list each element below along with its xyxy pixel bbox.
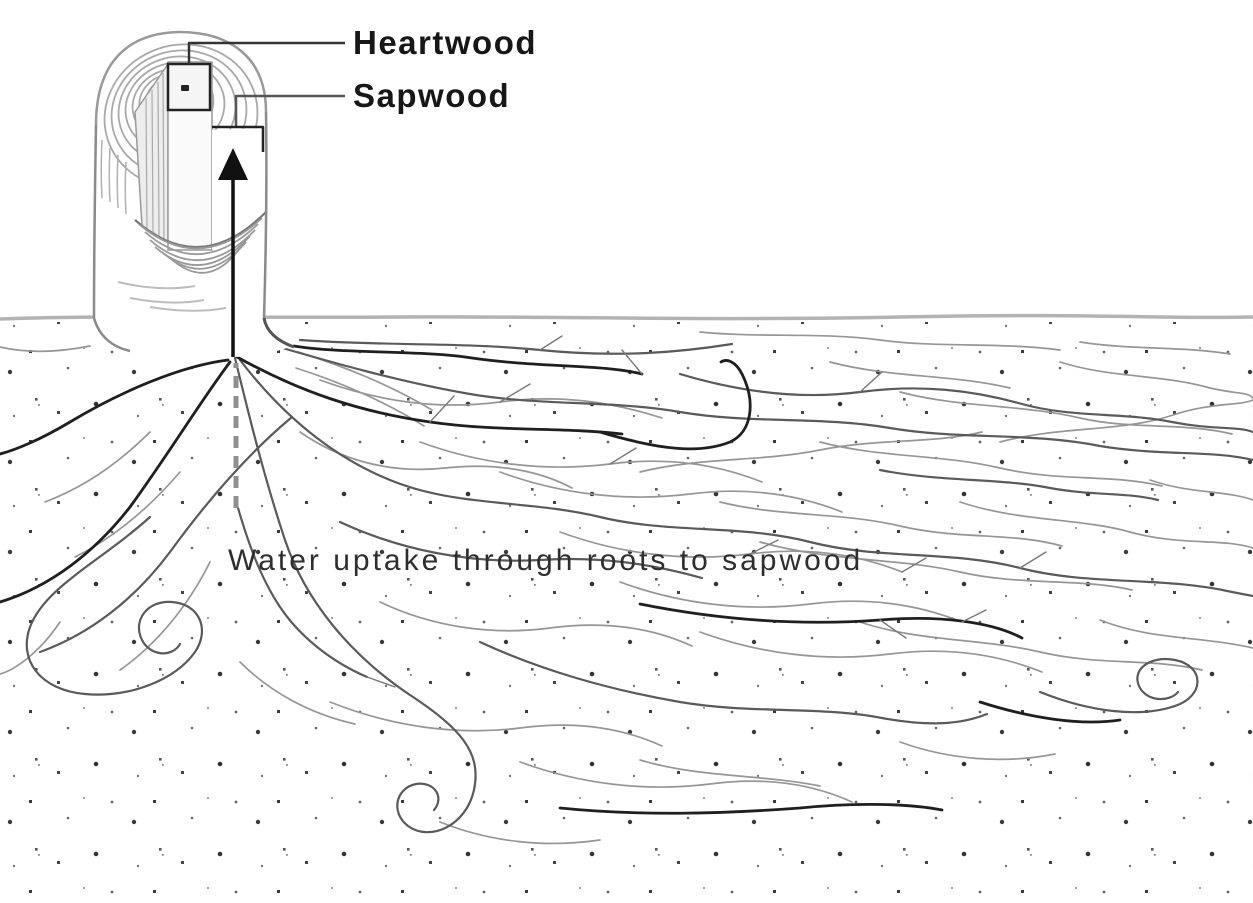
water-uptake-caption: Water uptake through roots to sapwood [228, 544, 864, 577]
heartwood-leader-line [187, 41, 345, 64]
up-arrow-icon [218, 148, 248, 180]
water-flow [218, 148, 248, 508]
soil-texture [0, 322, 1253, 903]
trunk-striations [117, 281, 227, 312]
sapwood-label: Sapwood [353, 77, 511, 114]
root-system [0, 331, 1253, 845]
heartwood-label: Heartwood [353, 24, 538, 61]
sapwood-bracket [212, 125, 265, 152]
cut-wall-striations [145, 72, 165, 240]
cut-area-right [212, 128, 263, 250]
roots-mid [25, 338, 1253, 834]
bark-striations [100, 139, 127, 215]
root-branch-ticks [366, 335, 1047, 688]
label-leaders [187, 41, 345, 152]
tree-trunk [92, 30, 295, 358]
sapwood-leader-line [234, 94, 345, 127]
pith-dot [181, 85, 189, 91]
trunk-outline [92, 30, 295, 353]
cut-floor-rings [134, 211, 267, 274]
